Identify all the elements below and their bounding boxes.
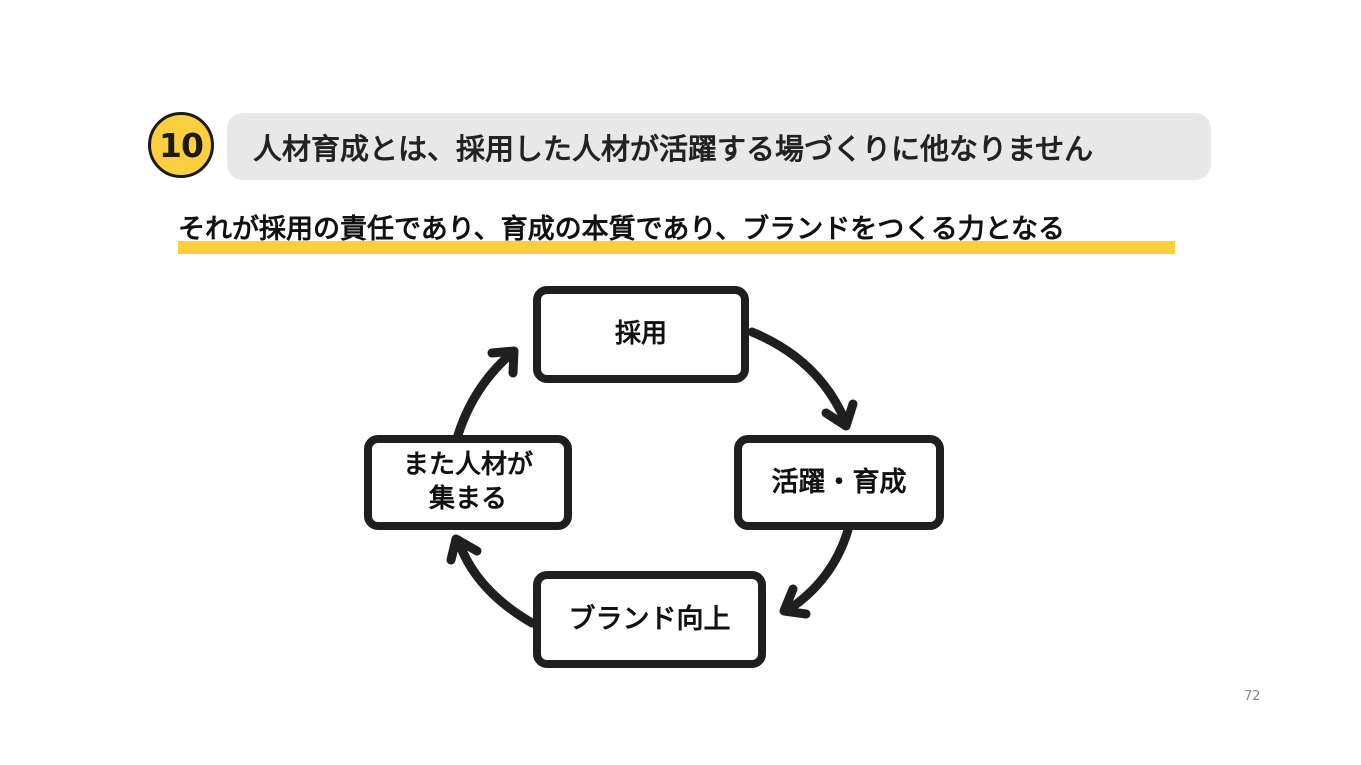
node-talent-gathers-line2: 集まる [428, 483, 507, 514]
node-recruitment-label: 採用 [614, 318, 667, 349]
section-number-badge: 10 [148, 112, 214, 178]
subtitle-highlight [178, 241, 1175, 254]
node-talent-gathers-line1: また人材が [402, 449, 533, 480]
page-title-text: 人材育成とは、採用した人材が活躍する場づくりに他なりません [253, 131, 1094, 166]
arrowhead-active-to-brand [779, 584, 811, 619]
node-brand-improvement-label: ブランド向上 [568, 603, 731, 635]
node-brand-improvement: ブランド向上 [533, 571, 766, 668]
page-title: 人材育成とは、採用した人材が活躍する場づくりに他なりません [227, 113, 1211, 180]
arrowhead-brand-to-again [446, 534, 482, 565]
arrowhead-recruit-to-active [821, 399, 858, 431]
node-talent-gathers: また人材が 集まる [364, 435, 572, 530]
arrow-recruit-to-active [747, 327, 851, 428]
arrow-brand-to-again [453, 535, 537, 628]
arrowhead-again-to-recruit [487, 346, 519, 378]
node-recruitment: 採用 [533, 286, 749, 383]
page-number: 72 [1244, 689, 1261, 704]
node-activity-development: 活躍・育成 [734, 435, 944, 530]
arrow-active-to-brand [783, 525, 853, 615]
node-activity-development-label: 活躍・育成 [771, 466, 907, 498]
arrow-again-to-recruit [453, 347, 518, 440]
subtitle: それが採用の責任であり、育成の本質であり、ブランドをつくる力となる [178, 214, 1065, 245]
